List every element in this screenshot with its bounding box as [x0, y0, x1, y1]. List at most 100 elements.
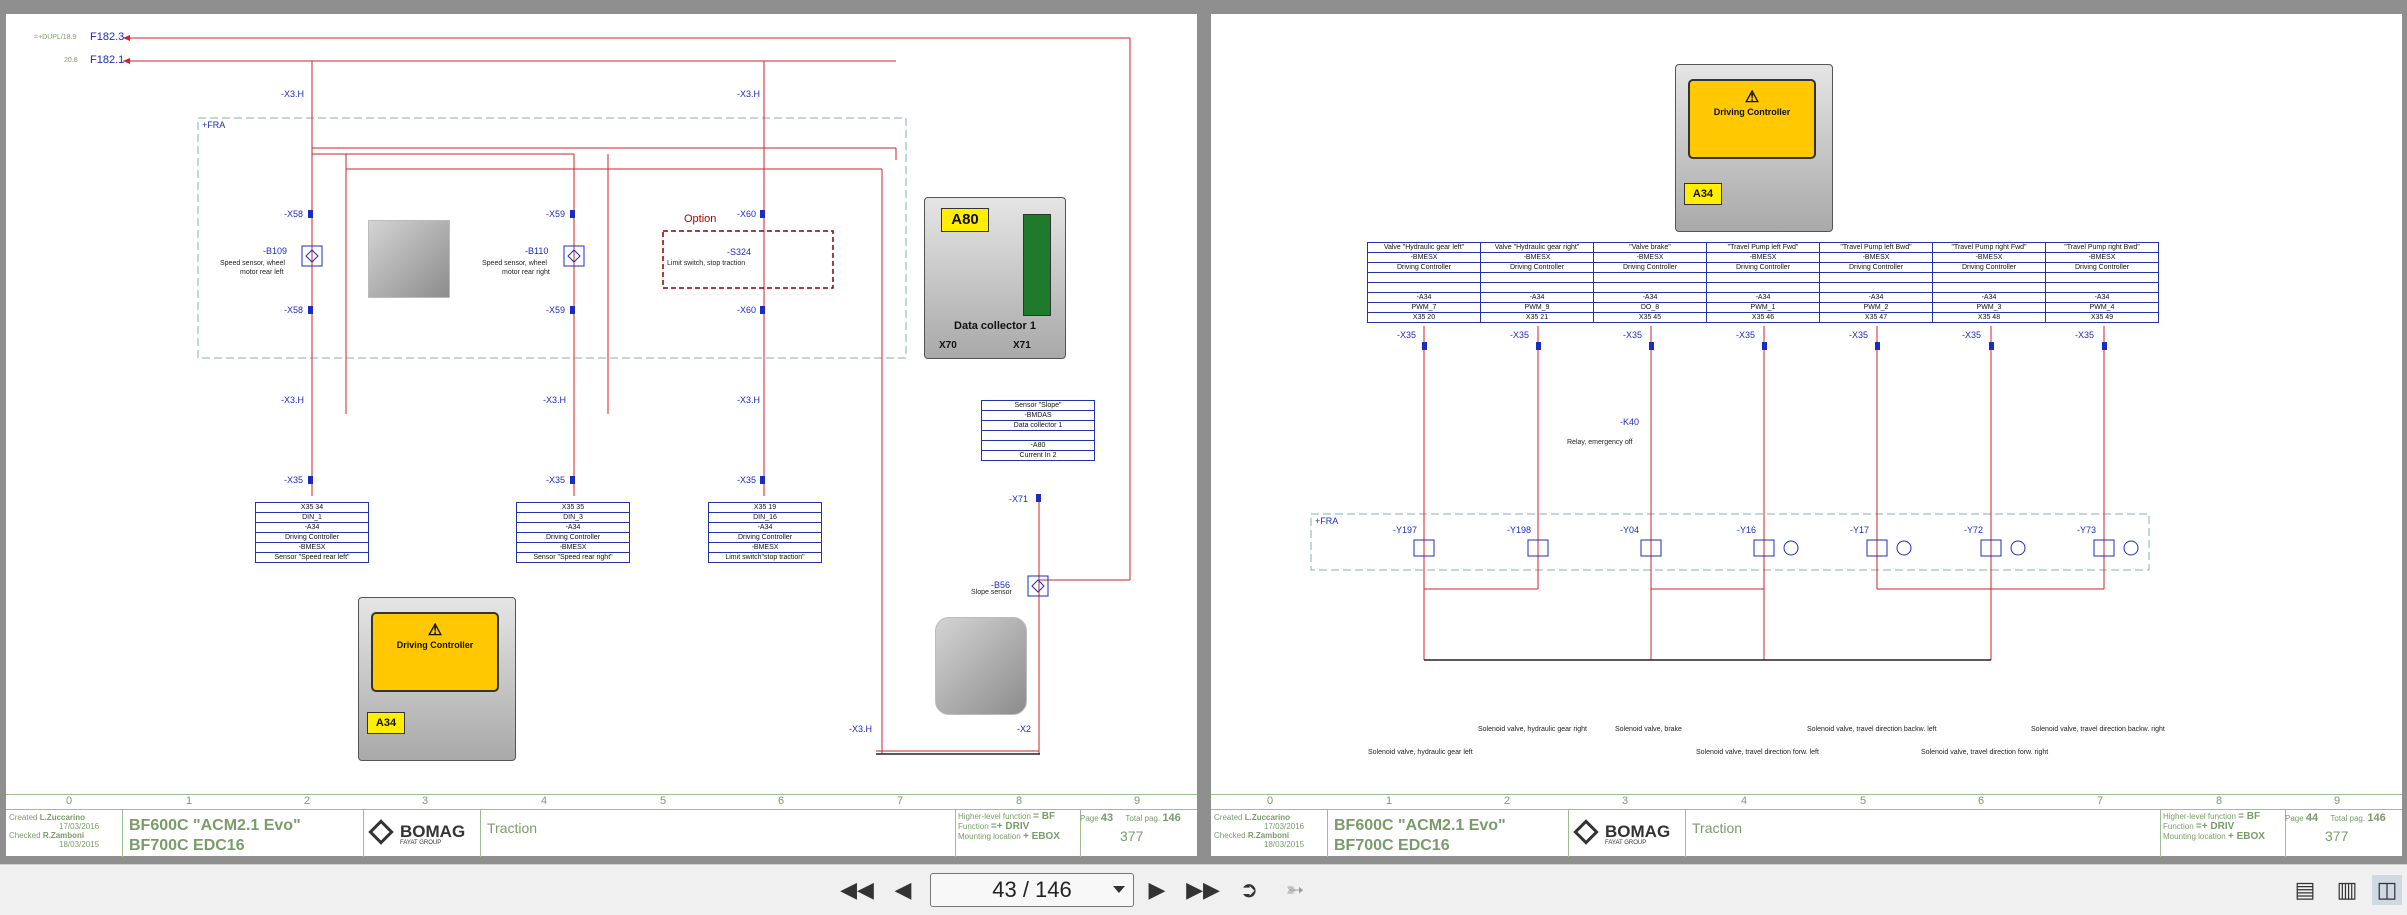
connector-x60: -X60 [737, 209, 757, 219]
driving-controller-a34: ⚠ Driving Controller A34 [1675, 64, 1833, 232]
a34-name: Driving Controller [1713, 107, 1791, 117]
go-back-icon: ➲ [1239, 877, 1259, 902]
sensor-b110-desc2: motor rear right [502, 269, 550, 276]
first-page-button[interactable]: ◀◀ [840, 875, 874, 905]
speed-sensor-photo [368, 220, 450, 298]
first-page-icon: ◀◀ [840, 877, 874, 902]
connector-x35: -X35 [1623, 330, 1643, 340]
connector-x3h: -X3.H [849, 724, 873, 734]
switch-s324-id: -S324 [727, 247, 752, 257]
connector-x3h: -X3.H [543, 395, 567, 405]
ref-f1823[interactable]: F182.3 [90, 31, 125, 43]
connector-x35: -X35 [2075, 330, 2095, 340]
bottom-label-3: Solenoid valve, brake [1615, 726, 1682, 733]
title-block: Created L.Zuccarino 17/03/2016 Checked R… [1211, 809, 2402, 857]
go-forward-icon: ➳ [1285, 877, 1305, 902]
relay-k40-desc: Relay, emergency off [1567, 439, 1633, 446]
connector-x35: -X35 [737, 475, 757, 485]
single-page-view-button[interactable]: ▤ [2290, 875, 2320, 905]
valve-y73: -Y73 [2077, 525, 2097, 535]
driving-controller-a34: ⚠ Driving Controller A34 [358, 597, 516, 761]
option-label: Option [684, 213, 717, 225]
a34-tag: A34 [367, 712, 405, 734]
schematic-page-right: ⚠ Driving Controller A34 Valve "Hydrauli… [1211, 14, 2402, 857]
bottom-label-2: Solenoid valve, hydraulic gear right [1478, 726, 1587, 733]
brand-name: BOMAG [1605, 822, 1671, 841]
bottom-label-7: Solenoid valve, travel direction backw. … [2031, 726, 2165, 733]
last-page-button[interactable]: ▶▶ [1186, 875, 1220, 905]
brand-name: BOMAG [400, 822, 466, 841]
two-page-icon: ◫ [2376, 877, 2398, 902]
sensor-b109-id: -B109 [263, 246, 288, 256]
page-selector[interactable]: 43 / 146 [930, 873, 1134, 907]
connector-x59: -X59 [546, 305, 566, 315]
ref-f1821[interactable]: F182.1 [90, 54, 125, 66]
warning-icon: ⚠ [427, 622, 443, 639]
continuous-view-button[interactable]: ▥ [2332, 875, 2362, 905]
a34-tag: A34 [1684, 183, 1722, 205]
prev-page-button[interactable]: ◀ [888, 875, 918, 905]
bottom-label-5: Solenoid valve, travel direction backw. … [1807, 726, 1937, 733]
a34-label-panel: ⚠ Driving Controller [371, 612, 499, 692]
section-title: Traction [1692, 820, 1743, 836]
go-back-button[interactable]: ➲ [1234, 875, 1264, 905]
a80-x70: X70 [939, 340, 957, 351]
valve-y72: -Y72 [1964, 525, 1984, 535]
sensor-b110-desc: Speed sensor, wheel [482, 260, 547, 267]
schematic-page-left: =+DUPL/18.9 F182.3 20.8 F182.1 +FRA Opti… [6, 14, 1197, 857]
sensor-b56-desc: Slope sensor [971, 589, 1012, 596]
a80-connector-block [1023, 214, 1051, 316]
continuous-page-icon: ▥ [2336, 877, 2358, 902]
connector-x58: -X58 [284, 209, 304, 219]
connector-x3h: -X3.H [281, 395, 305, 405]
prev-page-icon: ◀ [894, 877, 912, 902]
viewer-toolbar: ◀◀ ◀ 43 / 146 ▶ ▶▶ ➲ ➳ ▤ ▥ ◫ [0, 864, 2407, 915]
connector-x35: -X35 [546, 475, 566, 485]
connector-x3h: -X3.H [281, 89, 305, 99]
model-line-1: BF600C "ACM2.1 Evo" [129, 817, 301, 834]
a80-tag: A80 [941, 208, 989, 232]
connector-x58: -X58 [284, 305, 304, 315]
sensor-b109-desc2: motor rear left [240, 269, 284, 276]
warning-icon: ⚠ [1744, 89, 1760, 106]
single-page-icon: ▤ [2294, 877, 2316, 902]
bottom-label-1: Solenoid valve, hydraulic gear left [1368, 749, 1473, 756]
connector-x60: -X60 [737, 305, 757, 315]
frame-label: +FRA [202, 120, 226, 130]
next-page-button[interactable]: ▶ [1142, 875, 1172, 905]
connector-x2: -X2 [1017, 724, 1032, 734]
a34-name: Driving Controller [396, 640, 474, 650]
connector-x71: -X71 [1009, 494, 1029, 504]
connector-x35: -X35 [1397, 330, 1417, 340]
bottom-label-4: Solenoid valve, travel direction forw. l… [1696, 749, 1819, 756]
next-page-icon: ▶ [1148, 877, 1166, 902]
valve-y17: -Y17 [1850, 525, 1870, 535]
relay-k40-id: -K40 [1620, 417, 1640, 427]
connector-x59: -X59 [546, 209, 566, 219]
switch-s324-desc: Limit switch, stop traction [667, 260, 746, 267]
title-block: Created L.Zuccarino 17/03/2016 Checked R… [6, 809, 1197, 857]
valve-y16: -Y16 [1737, 525, 1757, 535]
connector-x35: -X35 [1849, 330, 1869, 340]
a80-name: Data collector 1 [954, 320, 1036, 332]
sensor-b110-id: -B110 [525, 246, 549, 256]
model-line-2: BF700C EDC16 [129, 837, 245, 854]
chevron-down-icon [1113, 886, 1125, 893]
connector-x3h: -X3.H [737, 395, 761, 405]
sensor-b109-desc: Speed sensor, wheel [220, 260, 285, 267]
connector-x35: -X35 [1962, 330, 1982, 340]
bottom-label-6: Solenoid valve, travel direction forw. r… [1921, 749, 2049, 756]
two-page-view-button[interactable]: ◫ [2372, 875, 2402, 905]
a80-x71: X71 [1013, 340, 1031, 351]
go-forward-button[interactable]: ➳ [1280, 875, 1310, 905]
